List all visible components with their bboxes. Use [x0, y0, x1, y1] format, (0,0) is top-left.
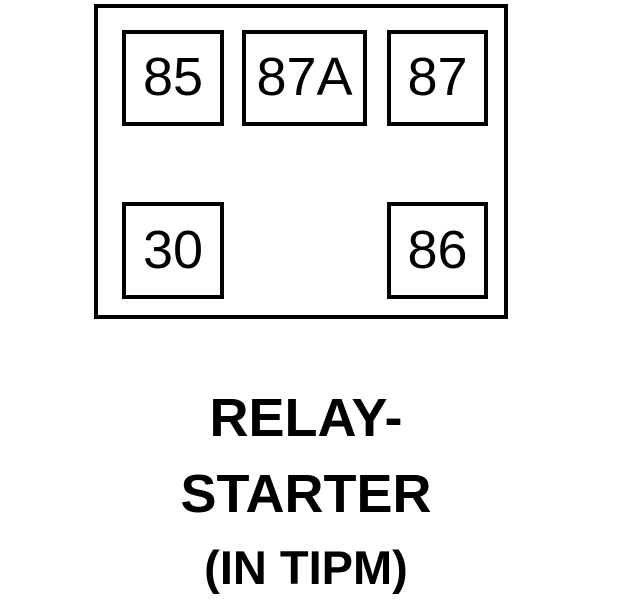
caption-line-1: RELAY- [209, 388, 403, 448]
caption-line-3: (IN TIPM) [204, 541, 408, 594]
caption-line-2: STARTER [180, 464, 432, 524]
terminal-label-87a: 87A [256, 47, 353, 107]
terminal-label-87: 87 [407, 47, 468, 107]
diagram-caption: RELAY- STARTER (IN TIPM) [0, 380, 612, 604]
terminal-pad-87a: 87A [242, 30, 367, 126]
terminal-label-85: 85 [142, 47, 204, 107]
relay-body-outline: 85 87A 87 30 86 [94, 4, 508, 319]
terminal-pad-87: 87 [387, 30, 488, 126]
terminal-pad-85: 85 [122, 30, 224, 126]
terminal-label-30: 30 [142, 219, 204, 280]
terminal-label-86: 86 [407, 219, 468, 280]
terminal-pad-30: 30 [122, 202, 224, 299]
terminal-pad-86: 86 [387, 202, 488, 299]
